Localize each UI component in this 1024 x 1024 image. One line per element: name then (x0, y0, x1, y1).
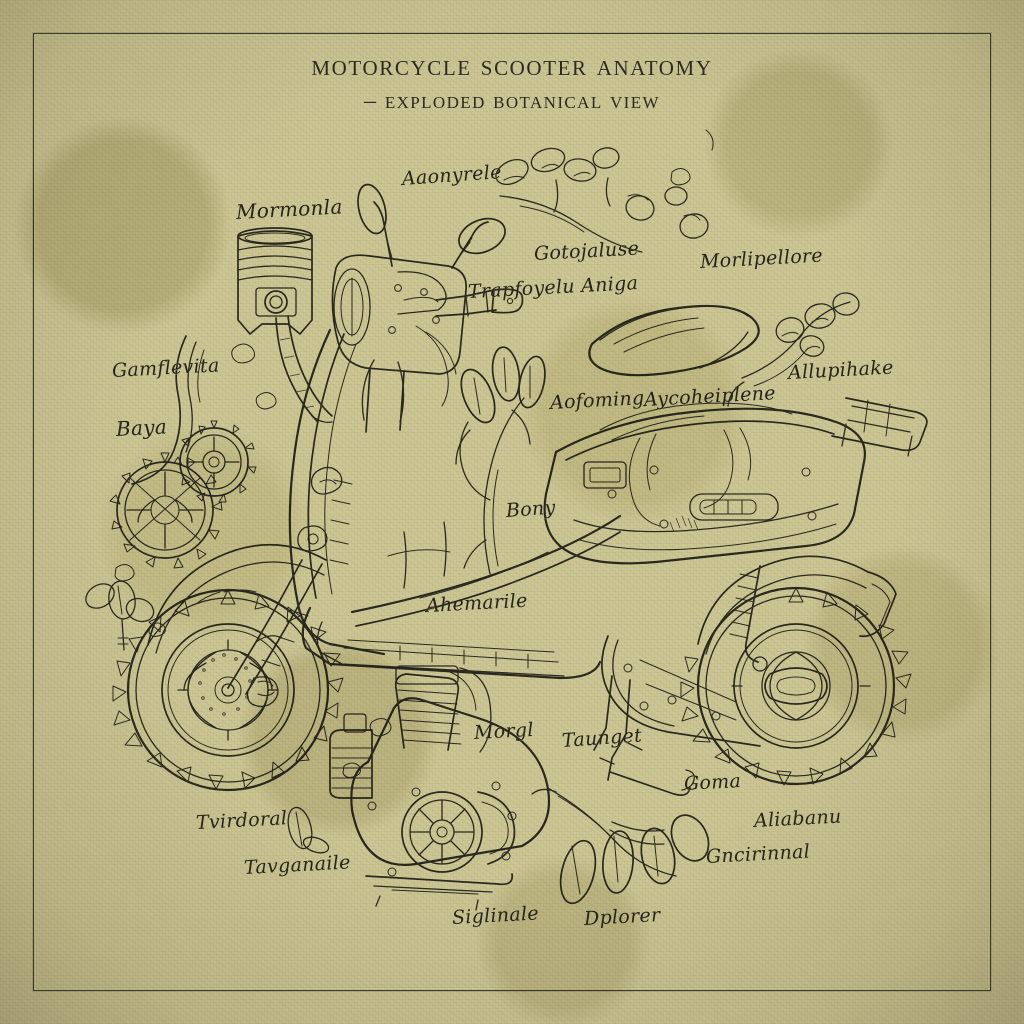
part-label: Aliabanu (753, 805, 843, 832)
seat (588, 304, 760, 377)
swingarm (601, 635, 761, 747)
rear-body (543, 402, 866, 565)
title-line-2: – Exploded Botanical View (364, 87, 660, 114)
kickstand-exhaust (593, 675, 695, 796)
part-label: Baya (115, 414, 168, 441)
scooter-body (288, 328, 622, 680)
botanical-sprig-top (495, 129, 714, 253)
part-label: Goma (683, 770, 742, 795)
rear-fender (697, 555, 897, 655)
gear-small (173, 420, 257, 503)
botanical-sprig-bottom (531, 787, 710, 905)
botanical-sprig-left-small (85, 580, 155, 651)
rear-rack (831, 397, 928, 457)
botanical-leaf-tvirdoral (287, 806, 330, 854)
part-label: Siglinale (451, 902, 540, 929)
rear-wheel (680, 586, 912, 786)
part-label: Morgl (473, 718, 535, 744)
handlebar-assembly (331, 183, 524, 433)
part-label: Dplorer (583, 904, 661, 930)
piston-part (237, 227, 333, 424)
part-label: Bony (505, 496, 557, 522)
poster-title: Motorcycle Scooter Anatomy – Exploded Bo… (0, 48, 1024, 117)
front-fork (227, 559, 323, 695)
seed-pods (114, 168, 691, 778)
engine-assembly (329, 665, 550, 911)
botanical-sprig-mid (455, 346, 546, 575)
title-line-1: Motorcycle Scooter Anatomy (311, 49, 713, 82)
gear-large (109, 452, 223, 569)
front-fender (147, 543, 327, 654)
botanical-sprig-right (727, 292, 860, 407)
rear-shock (729, 565, 768, 672)
